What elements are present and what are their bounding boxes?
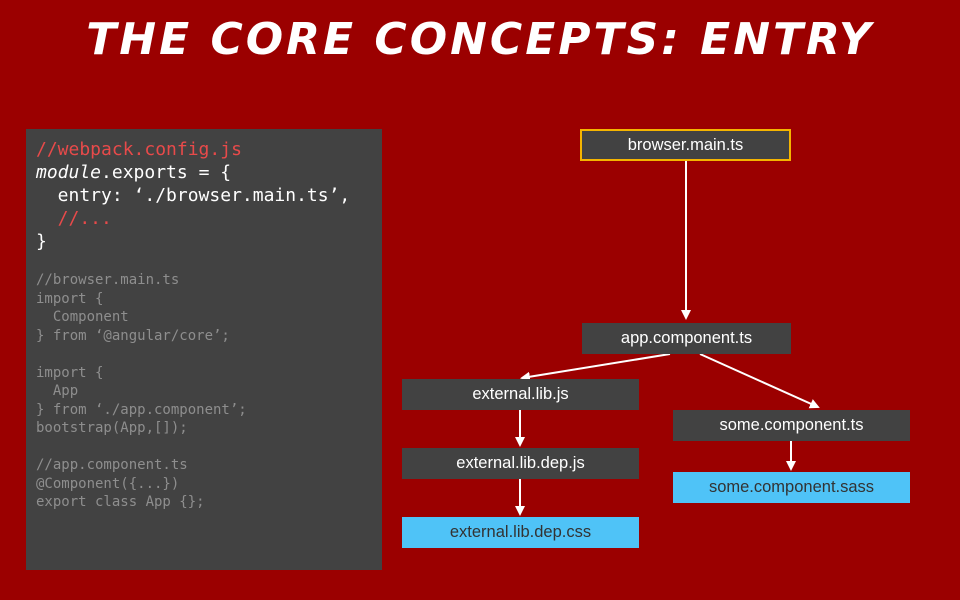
app-component-comment: //app.component.ts [36, 457, 188, 473]
close-brace: } [36, 231, 47, 252]
code-panel: //webpack.config.js module.exports = { e… [26, 129, 382, 570]
browser-main-comment: //browser.main.ts [36, 272, 180, 288]
slide-title: The Core Concepts: Entry [86, 14, 874, 65]
node-app-component: app.component.ts [582, 323, 791, 354]
bootstrap-line: bootstrap(App,[]); [36, 420, 188, 436]
webpack-config-comment: //webpack.config.js [36, 139, 242, 160]
node-browser-main: browser.main.ts [580, 129, 791, 161]
import-app-line: App [36, 383, 79, 399]
exports-line: .exports = { [101, 162, 232, 183]
arrow-app-to-external-lib [520, 353, 671, 382]
entry-line: entry: ‘./browser.main.ts’, [36, 185, 351, 206]
code-spacer [36, 253, 382, 271]
node-external-lib-dep: external.lib.dep.js [402, 448, 639, 479]
decorator-line: @Component({...}) [36, 475, 180, 492]
webpack-config-code: //webpack.config.js module.exports = { e… [36, 138, 382, 253]
arrow-app-to-some-component [699, 353, 820, 409]
node-some-component-sass: some.component.sass [673, 472, 910, 503]
import-open-line: import { [36, 290, 104, 307]
import-open-line: import { [36, 364, 104, 381]
node-external-lib: external.lib.js [402, 379, 639, 410]
import-from-core-line: } from ‘@angular/core’; [36, 327, 230, 344]
module-keyword: module [36, 162, 102, 183]
browser-main-code: //browser.main.ts import { Component } f… [36, 271, 382, 512]
export-class-line: export class App {}; [36, 494, 205, 510]
import-from-app-line: } from ‘./app.component’; [36, 401, 247, 418]
import-component-line: Component [36, 309, 129, 325]
ellipsis-comment: //... [36, 208, 112, 229]
node-some-component: some.component.ts [673, 410, 910, 441]
node-external-lib-dep-css: external.lib.dep.css [402, 517, 639, 548]
